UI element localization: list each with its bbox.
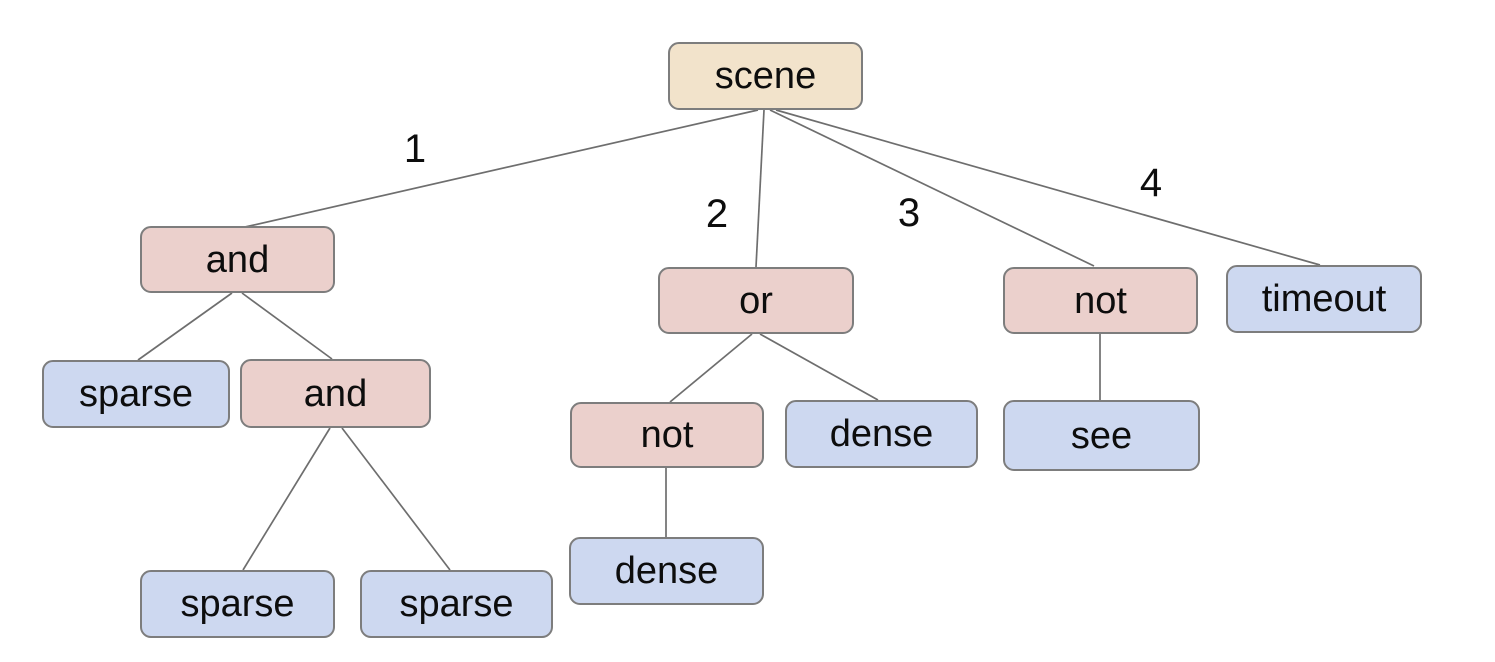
node-label: not xyxy=(1074,279,1127,322)
edge-scene-and-1 xyxy=(244,109,759,228)
edge-order-label-and-1: 1 xyxy=(403,127,427,171)
node-label: sparse xyxy=(399,583,514,625)
node-label: and xyxy=(303,372,368,415)
node-see: see xyxy=(1003,400,1200,471)
node-and-1: and xyxy=(140,226,335,293)
node-scene: scene xyxy=(668,42,863,110)
edge-scene-timeout xyxy=(775,109,1321,266)
node-not-1: not xyxy=(1003,267,1198,334)
node-label: dense xyxy=(829,413,934,455)
node-timeout: timeout xyxy=(1226,265,1422,333)
node-label: sparse xyxy=(180,583,295,625)
edge-and-1-sparse-1 xyxy=(137,292,233,361)
edge-order-label-not-1: 3 xyxy=(897,191,921,235)
edge-and-2-sparse-2 xyxy=(242,427,331,571)
edge-or-not-2 xyxy=(669,333,753,403)
node-label: see xyxy=(1070,414,1133,457)
node-label: scene xyxy=(714,55,817,97)
node-label: and xyxy=(205,238,270,281)
node-sparse-2: sparse xyxy=(140,570,335,638)
node-sparse-1: sparse xyxy=(42,360,230,428)
edge-or-dense-1 xyxy=(759,333,879,401)
edge-and-2-sparse-3 xyxy=(341,427,451,571)
node-not-2: not xyxy=(570,402,764,468)
node-label: sparse xyxy=(78,373,194,415)
edge-order-label-timeout: 4 xyxy=(1139,161,1163,205)
node-sparse-3: sparse xyxy=(360,570,553,638)
node-label: not xyxy=(640,414,694,456)
edge-order-label-or: 2 xyxy=(705,192,729,236)
node-label: or xyxy=(739,279,773,322)
node-label: dense xyxy=(614,550,719,592)
node-or: or xyxy=(658,267,854,334)
node-dense-1: dense xyxy=(785,400,978,468)
edge-and-1-and-2 xyxy=(241,292,333,360)
node-dense-2: dense xyxy=(569,537,764,605)
edge-scene-or xyxy=(755,109,765,268)
edge-scene-not-1 xyxy=(769,109,1095,267)
node-and-2: and xyxy=(240,359,431,428)
node-label: timeout xyxy=(1261,278,1387,320)
